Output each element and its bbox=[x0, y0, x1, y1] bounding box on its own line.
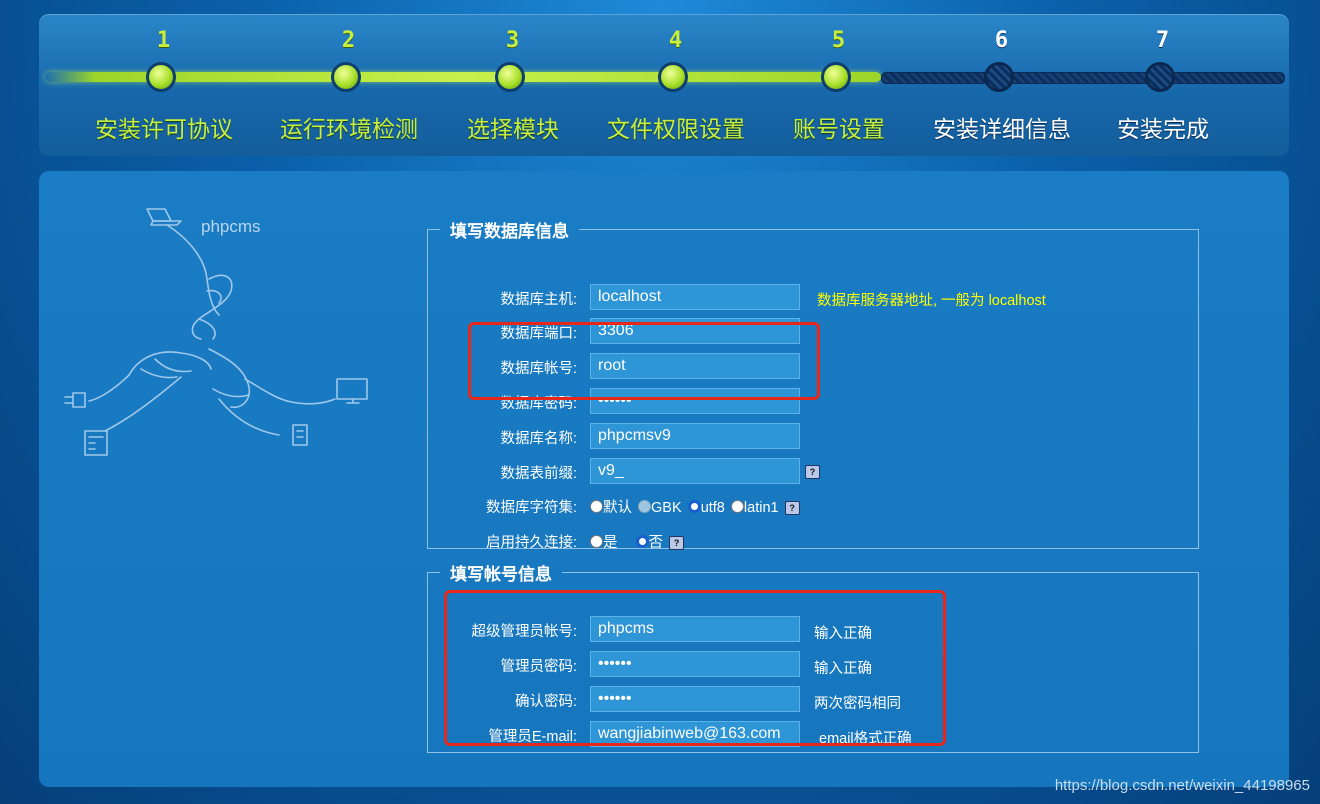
pconnect-no-radio[interactable] bbox=[635, 535, 649, 548]
account-section-title: 填写帐号信息 bbox=[450, 565, 552, 584]
database-section-title: 填写数据库信息 bbox=[450, 222, 569, 241]
admin-pass-label: 管理员密码: bbox=[500, 659, 577, 675]
step-dot-icon bbox=[146, 62, 176, 92]
db-prefix-row: 数据表前缀: ? bbox=[428, 458, 1198, 484]
step-5: 5 账号设置 bbox=[749, 14, 929, 156]
db-password-label: 数据库密码: bbox=[500, 396, 577, 412]
logo-text: phpcms bbox=[201, 217, 261, 236]
watermark-text: https://blog.csdn.net/weixin_44198965 bbox=[1054, 777, 1310, 794]
db-name-label: 数据库名称: bbox=[500, 431, 577, 447]
step-label: 文件权限设置 bbox=[607, 116, 745, 142]
db-name-input[interactable] bbox=[590, 423, 800, 449]
db-user-input[interactable] bbox=[590, 353, 800, 379]
confirm-pass-hint: 两次密码相同 bbox=[814, 696, 901, 712]
step-1: 1 安装许可协议 bbox=[74, 14, 254, 156]
db-name-row: 数据库名称: bbox=[428, 423, 1198, 449]
db-password-row: 数据库密码: bbox=[428, 388, 1198, 414]
admin-email-row: 管理员E-mail: email格式正确 bbox=[428, 721, 1198, 747]
account-info-fieldset: 填写帐号信息 超级管理员帐号: 输入正确 管理员密码: 输入正确 确认密码: 两… bbox=[427, 560, 1199, 753]
main-form-panel: phpcms 填写数据库信息 数据库主机: 数据库服务器地址, 一般为 loca… bbox=[39, 171, 1289, 787]
db-pconnect-label: 启用持久连接: bbox=[485, 535, 577, 551]
step-dot-icon bbox=[658, 62, 688, 92]
confirm-pass-label: 确认密码: bbox=[514, 694, 577, 710]
confirm-pass-input[interactable] bbox=[590, 686, 800, 712]
step-label: 选择模块 bbox=[467, 116, 559, 142]
db-charset-options: 默认 GBK utf8 latin1 ? bbox=[590, 496, 800, 517]
step-label: 安装详细信息 bbox=[933, 116, 1071, 142]
charset-gbk-label: GBK bbox=[651, 500, 682, 516]
charset-gbk-radio[interactable] bbox=[638, 500, 652, 513]
step-label: 安装完成 bbox=[1117, 116, 1209, 142]
step-label: 安装许可协议 bbox=[95, 116, 233, 142]
db-pconnect-row: 启用持久连接: 是 否 ? bbox=[428, 527, 1198, 553]
charset-latin1-radio[interactable] bbox=[730, 500, 744, 513]
admin-pass-hint: 输入正确 bbox=[814, 661, 872, 677]
db-host-label: 数据库主机: bbox=[500, 292, 577, 308]
charset-utf8-radio[interactable] bbox=[687, 500, 701, 513]
db-host-input[interactable] bbox=[590, 284, 800, 310]
step-7: 7 安装完成 bbox=[1073, 14, 1253, 156]
step-number: 7 bbox=[1155, 28, 1171, 53]
step-2: 2 运行环境检测 bbox=[259, 14, 439, 156]
step-number: 2 bbox=[341, 28, 357, 53]
step-label: 运行环境检测 bbox=[280, 116, 418, 142]
step-number: 3 bbox=[505, 28, 521, 53]
phpcms-logo-illustration: phpcms bbox=[59, 199, 389, 479]
step-dot-icon bbox=[495, 62, 525, 92]
db-user-label: 数据库帐号: bbox=[500, 361, 577, 377]
admin-email-label: 管理员E-mail: bbox=[488, 729, 577, 745]
pconnect-no-label: 否 bbox=[648, 535, 664, 551]
progress-track-completed bbox=[45, 72, 881, 82]
db-user-row: 数据库帐号: bbox=[428, 353, 1198, 379]
step-dot-icon bbox=[1145, 62, 1175, 92]
step-number: 6 bbox=[994, 28, 1010, 53]
charset-default-radio[interactable] bbox=[590, 500, 603, 513]
install-progress-panel: 1 安装许可协议 2 运行环境检测 3 选择模块 4 文件权限设置 5 账号设置… bbox=[39, 14, 1289, 156]
step-6: 6 安装详细信息 bbox=[912, 14, 1092, 156]
db-charset-row: 数据库字符集: 默认 GBK utf8 latin1 ? bbox=[428, 492, 1198, 518]
step-4: 4 文件权限设置 bbox=[586, 14, 766, 156]
admin-user-label: 超级管理员帐号: bbox=[471, 624, 577, 640]
charset-latin1-label: latin1 bbox=[743, 500, 779, 516]
admin-pass-input[interactable] bbox=[590, 651, 800, 677]
step-dot-icon bbox=[984, 62, 1014, 92]
step-number: 4 bbox=[668, 28, 684, 53]
step-number: 5 bbox=[831, 28, 847, 53]
charset-utf8-label: utf8 bbox=[700, 500, 725, 516]
db-host-row: 数据库主机: 数据库服务器地址, 一般为 localhost bbox=[428, 284, 1198, 310]
step-dot-icon bbox=[331, 62, 361, 92]
admin-user-hint: 输入正确 bbox=[814, 626, 872, 642]
help-icon[interactable]: ? bbox=[784, 501, 800, 516]
step-3: 3 选择模块 bbox=[423, 14, 603, 156]
db-host-hint: 数据库服务器地址, 一般为 localhost bbox=[817, 293, 1046, 309]
admin-user-row: 超级管理员帐号: 输入正确 bbox=[428, 616, 1198, 642]
step-dot-icon bbox=[821, 62, 851, 92]
admin-pass-row: 管理员密码: 输入正确 bbox=[428, 651, 1198, 677]
db-password-input[interactable] bbox=[590, 388, 800, 414]
progress-track-remaining bbox=[881, 72, 1285, 84]
admin-user-input[interactable] bbox=[590, 616, 800, 642]
db-pconnect-options: 是 否 ? bbox=[590, 531, 685, 552]
step-label: 账号设置 bbox=[793, 116, 885, 142]
help-icon[interactable]: ? bbox=[669, 536, 685, 551]
db-prefix-input[interactable] bbox=[590, 458, 800, 484]
help-icon[interactable]: ? bbox=[805, 465, 820, 479]
admin-email-input[interactable] bbox=[590, 721, 800, 747]
step-number: 1 bbox=[156, 28, 172, 53]
charset-default-label: 默认 bbox=[603, 500, 632, 516]
db-prefix-label: 数据表前缀: bbox=[500, 466, 577, 482]
highlight-admin-account bbox=[444, 590, 946, 746]
pconnect-yes-radio[interactable] bbox=[590, 535, 603, 548]
highlight-db-credentials bbox=[468, 322, 820, 400]
db-port-label: 数据库端口: bbox=[500, 326, 577, 342]
confirm-pass-row: 确认密码: 两次密码相同 bbox=[428, 686, 1198, 712]
pconnect-yes-label: 是 bbox=[603, 535, 618, 551]
database-info-fieldset: 填写数据库信息 数据库主机: 数据库服务器地址, 一般为 localhost 数… bbox=[427, 217, 1199, 551]
db-charset-label: 数据库字符集: bbox=[485, 500, 577, 516]
hands-network-icon bbox=[64, 208, 368, 456]
